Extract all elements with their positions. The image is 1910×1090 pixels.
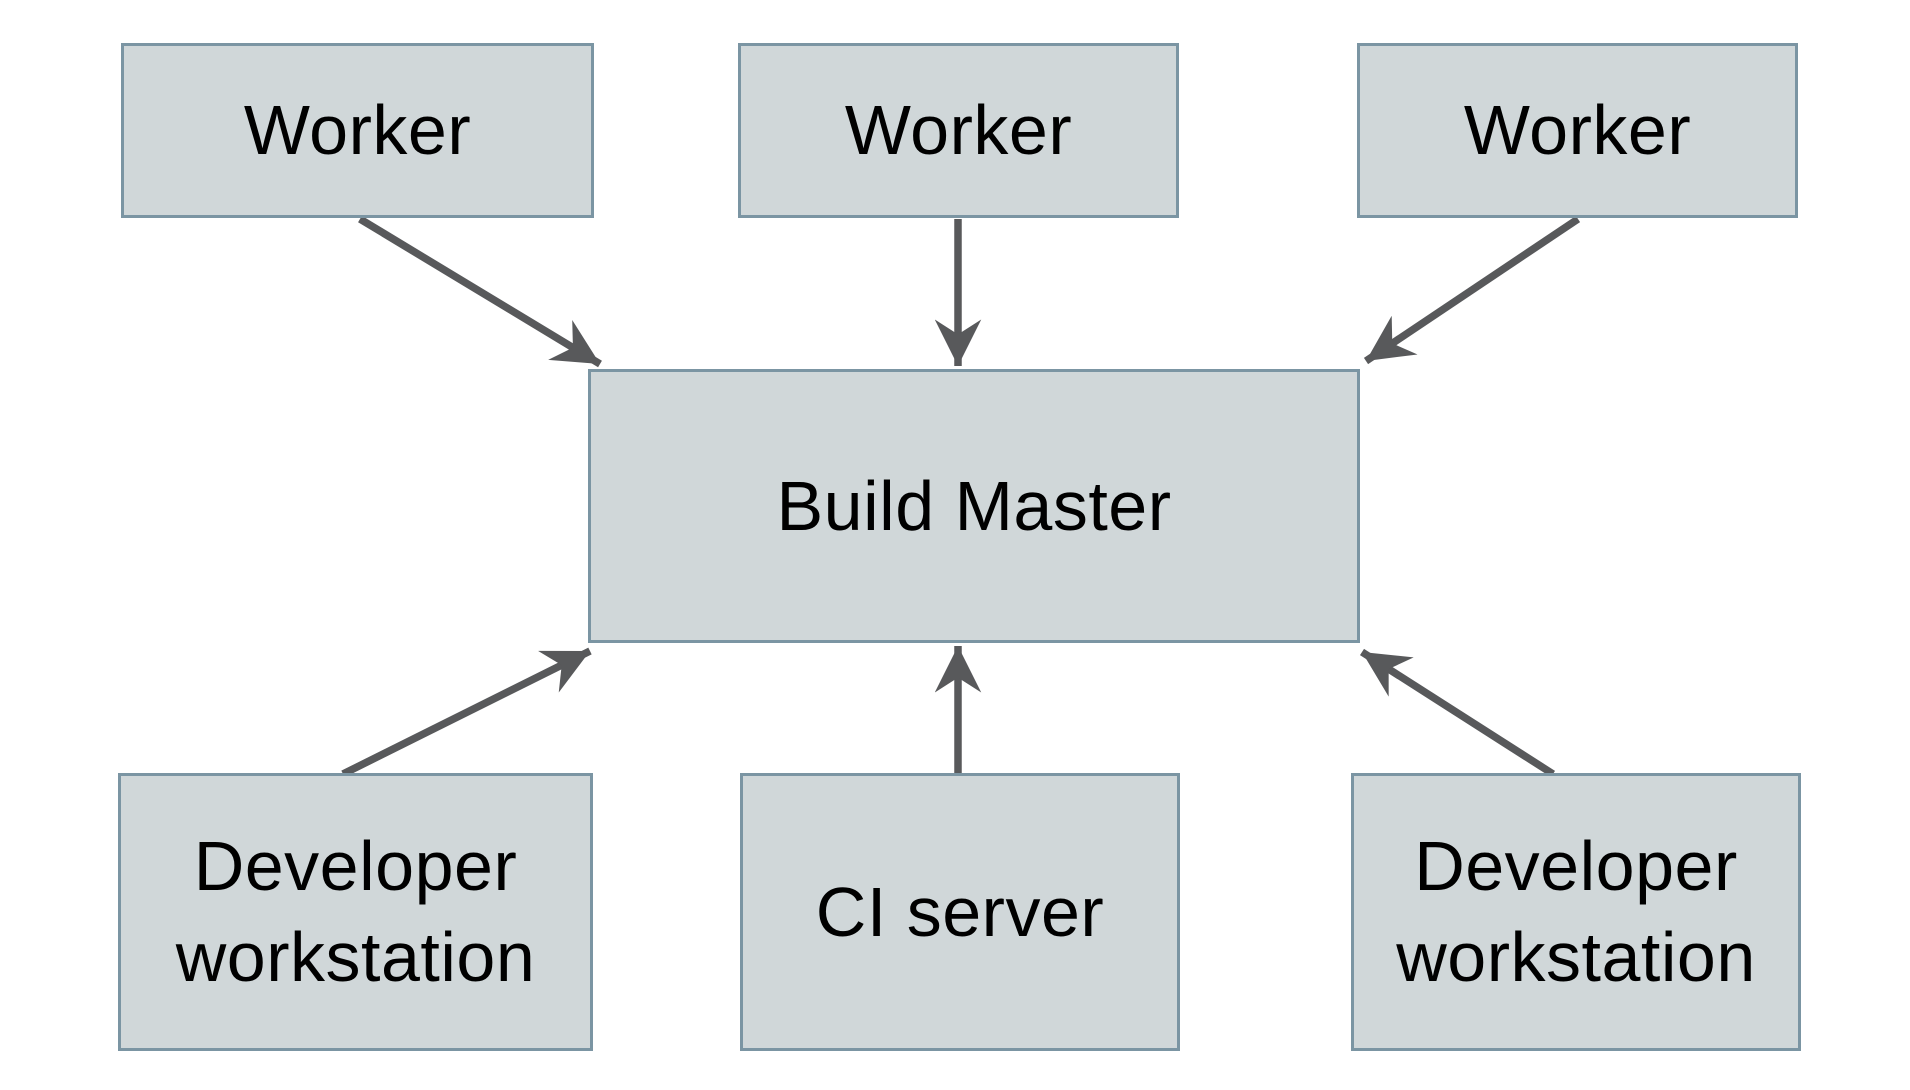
node-worker-1: Worker (121, 43, 594, 218)
node-developer-workstation-1: Developer workstation (118, 773, 593, 1051)
arrow-devworkstation1-to-buildmaster (341, 647, 592, 778)
node-developer-workstation-2-label: Developer workstation (1396, 827, 1756, 996)
node-worker-3: Worker (1357, 43, 1798, 218)
node-developer-workstation-1-label: Developer workstation (175, 827, 536, 996)
node-worker-1-label: Worker (243, 91, 472, 169)
node-ci-server-label: CI server (815, 872, 1105, 951)
node-build-master-label: Build Master (776, 466, 1172, 545)
node-worker-2: Worker (738, 43, 1179, 218)
node-build-master: Build Master (588, 369, 1360, 643)
node-worker-3-label: Worker (1463, 91, 1692, 169)
node-developer-workstation-2: Developer workstation (1351, 773, 1801, 1051)
arrow-worker1-to-buildmaster (358, 215, 602, 368)
node-ci-server: CI server (740, 773, 1180, 1051)
node-worker-2-label: Worker (844, 91, 1073, 169)
arrow-worker3-to-buildmaster (1363, 215, 1581, 365)
arrow-devworkstation2-to-buildmaster (1359, 648, 1556, 778)
